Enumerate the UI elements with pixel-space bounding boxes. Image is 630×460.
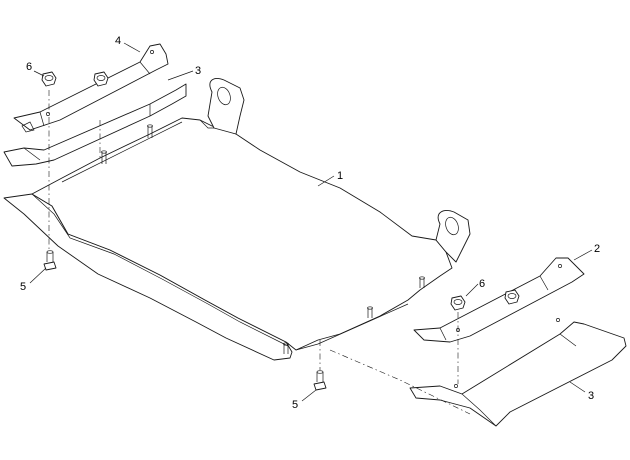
left-nut-6[interactable] (41, 71, 109, 87)
main-skid-plate[interactable] (3, 78, 471, 361)
callout-5-right: 5 (292, 399, 298, 411)
callout-6-right: 6 (479, 278, 485, 290)
callout-3-top: 3 (195, 65, 201, 77)
right-rail-3[interactable] (409, 318, 627, 427)
right-bolt-5[interactable] (313, 370, 327, 391)
right-bracket-2[interactable] (413, 257, 585, 343)
left-rail-3[interactable] (3, 83, 187, 167)
callout-6-left: 6 (26, 61, 32, 73)
assembly-centerlines (48, 90, 471, 415)
callout-leaders (29, 42, 593, 402)
right-nut-6[interactable] (450, 289, 520, 311)
callout-4: 4 (115, 35, 121, 47)
left-bolt-5[interactable] (43, 250, 57, 271)
callout-1: 1 (337, 170, 343, 182)
callout-5-left: 5 (20, 281, 26, 293)
callout-2: 2 (594, 243, 600, 255)
callout-3-bottom: 3 (588, 390, 594, 402)
